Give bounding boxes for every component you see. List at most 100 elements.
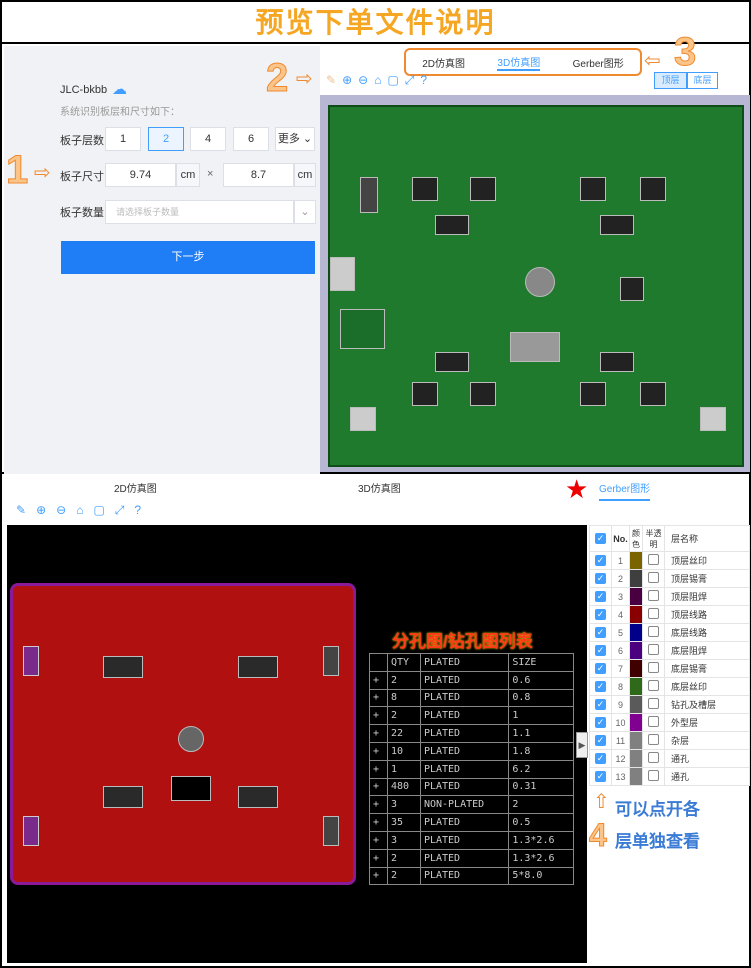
arrow-left-icon: ⇦: [644, 50, 661, 72]
layer-transparent-checkbox[interactable]: [648, 644, 659, 655]
layer-visible-checkbox[interactable]: ✓: [595, 573, 606, 584]
home-icon[interactable]: ⌂: [76, 503, 84, 517]
layer-transparent-checkbox[interactable]: [648, 662, 659, 673]
times-sign: ×: [207, 168, 214, 180]
ruler-icon[interactable]: ✎: [326, 73, 337, 87]
layer-visible-checkbox[interactable]: ✓: [595, 771, 606, 782]
bottom-layer-button[interactable]: 底层: [687, 72, 718, 89]
layer-visible-checkbox[interactable]: ✓: [595, 609, 606, 620]
star-icon: ★: [565, 474, 589, 504]
tab-gerber[interactable]: Gerber图形: [599, 480, 651, 501]
home-icon[interactable]: ⌂: [374, 73, 382, 87]
tab-3d[interactable]: 3D仿真图: [497, 54, 541, 71]
help-icon[interactable]: ?: [420, 73, 428, 87]
bottom-toolbar: ✎ ⊕ ⊖ ⌂ ▢ ⤢ ?: [16, 503, 147, 518]
drill-symbol-icon: +: [369, 866, 388, 886]
layer-option-1[interactable]: 1: [105, 127, 141, 151]
chevron-down-icon[interactable]: ⌄: [294, 200, 316, 224]
next-step-button[interactable]: 下一步: [61, 241, 315, 274]
layer-transparent-checkbox[interactable]: [648, 770, 659, 781]
layer-visible-checkbox[interactable]: ✓: [595, 627, 606, 638]
size-label: 板子尺寸: [60, 171, 104, 183]
3d-viewer[interactable]: [320, 95, 750, 472]
layer-visible-checkbox[interactable]: ✓: [595, 717, 606, 728]
help-icon[interactable]: ?: [134, 503, 142, 517]
zoom-in-icon[interactable]: ⊕: [36, 503, 47, 517]
ruler-icon[interactable]: ✎: [16, 503, 27, 517]
quantity-select[interactable]: 请选择板子数量: [105, 200, 294, 224]
tab-3d[interactable]: 3D仿真图: [358, 484, 401, 495]
layer-transparent-checkbox[interactable]: [648, 590, 659, 601]
layer-transparent-checkbox[interactable]: [648, 716, 659, 727]
drill-symbol-icon: +: [369, 830, 388, 850]
drill-plated: PLATED: [419, 688, 510, 708]
drill-symbol-icon: +: [369, 688, 388, 708]
tab-gerber[interactable]: Gerber图形: [572, 58, 624, 70]
fit-icon[interactable]: ▢: [93, 503, 105, 517]
layer-transparent-checkbox[interactable]: [648, 734, 659, 745]
width-input[interactable]: 9.74: [105, 163, 176, 187]
layer-option-2[interactable]: 2: [148, 127, 184, 151]
tab-2d[interactable]: 2D仿真图: [422, 58, 465, 70]
layer-name: 底层丝印: [664, 677, 750, 696]
layer-visible-checkbox[interactable]: ✓: [595, 699, 606, 710]
layer-transparent-checkbox[interactable]: [648, 572, 659, 583]
layer-visible-checkbox[interactable]: ✓: [595, 681, 606, 692]
layer-transparent-checkbox[interactable]: [648, 680, 659, 691]
top-layer-button[interactable]: 顶层: [654, 72, 687, 89]
drill-size: 1: [508, 706, 574, 726]
drill-table-title: 分孔图/钻孔图列表: [392, 632, 533, 651]
chevron-down-icon: ⌄: [302, 133, 313, 145]
upload-cloud-icon[interactable]: ☁: [112, 81, 127, 98]
tab-2d[interactable]: 2D仿真图: [114, 484, 157, 495]
layer-transparent-checkbox[interactable]: [648, 626, 659, 637]
layer-option-6[interactable]: 6: [233, 127, 269, 151]
fullscreen-icon[interactable]: ⤢: [404, 73, 415, 87]
layer-transparent-checkbox[interactable]: [648, 554, 659, 565]
layer-transparent-checkbox[interactable]: [648, 608, 659, 619]
layer-option-4[interactable]: 4: [190, 127, 226, 151]
drill-qty: 2: [387, 670, 421, 690]
layer-visible-checkbox[interactable]: ✓: [595, 591, 606, 602]
more-layers-dropdown[interactable]: 更多 ⌄: [275, 127, 315, 151]
layer-color-swatch: [629, 623, 643, 642]
collapse-panel-button[interactable]: ▶: [576, 732, 588, 758]
layer-transparent-checkbox[interactable]: [648, 698, 659, 709]
annotation-3: 3: [673, 30, 697, 75]
layer-no: 6: [611, 641, 630, 660]
select-all-checkbox[interactable]: ✓: [595, 533, 606, 544]
zoom-in-icon[interactable]: ⊕: [342, 73, 353, 87]
top-panel: JLC-bkbb ☁ 系统识别板层和尺寸如下： 板子层数 1 2 4 6 更多 …: [0, 30, 751, 474]
fullscreen-icon[interactable]: ⤢: [114, 503, 125, 517]
zoom-out-icon[interactable]: ⊖: [358, 73, 369, 87]
drill-plated: PLATED: [419, 670, 510, 690]
layer-visible-checkbox[interactable]: ✓: [595, 555, 606, 566]
layer-visible-checkbox[interactable]: ✓: [595, 663, 606, 674]
fit-icon[interactable]: ▢: [387, 73, 399, 87]
width-unit: cm: [176, 163, 200, 187]
layer-visible-checkbox[interactable]: ✓: [595, 645, 606, 656]
layer-color-swatch: [629, 605, 643, 624]
zoom-out-icon[interactable]: ⊖: [56, 503, 67, 517]
layer-visible-checkbox[interactable]: ✓: [595, 735, 606, 746]
layer-visible-checkbox[interactable]: ✓: [595, 753, 606, 764]
layer-transparent-checkbox[interactable]: [648, 752, 659, 763]
height-input[interactable]: 8.7: [223, 163, 294, 187]
